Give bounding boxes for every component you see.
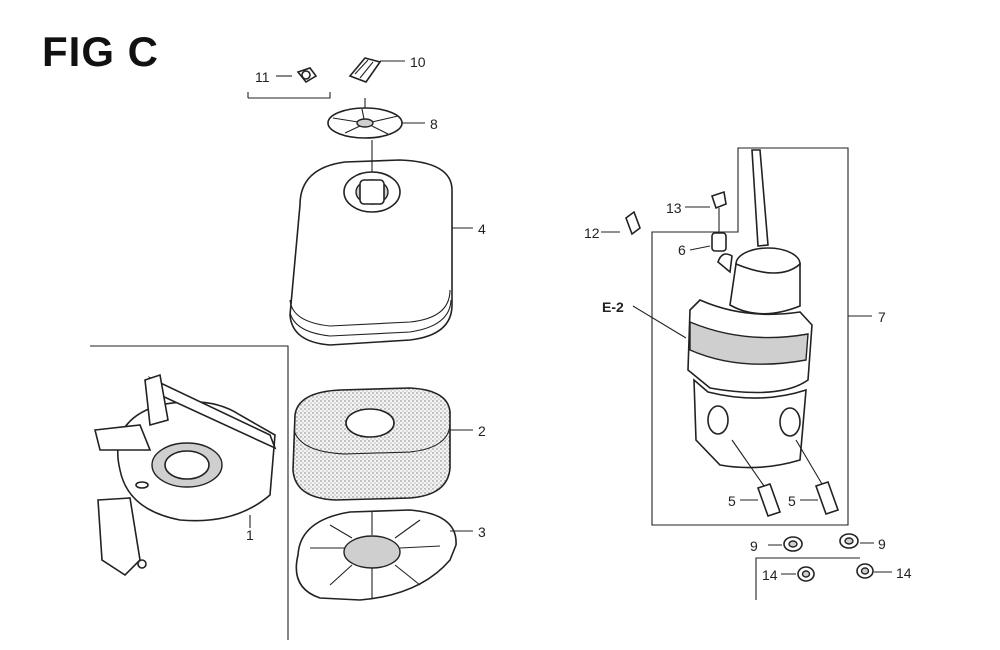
callout-14a: 14 bbox=[762, 567, 778, 583]
callout-labels: 11 10 8 4 2 3 1 13 12 6 7 E-2 5 5 9 9 14… bbox=[246, 54, 912, 583]
part-5-studs bbox=[731, 439, 840, 518]
part-7-elbow bbox=[651, 147, 849, 526]
part-8-wing-nut bbox=[327, 98, 403, 139]
callout-14b: 14 bbox=[896, 565, 912, 581]
callout-13: 13 bbox=[666, 200, 682, 216]
callout-2: 2 bbox=[478, 423, 486, 439]
part-9-nuts bbox=[783, 533, 859, 552]
callout-5a: 5 bbox=[728, 493, 736, 509]
part-4-cover bbox=[289, 140, 453, 346]
callout-5b: 5 bbox=[788, 493, 796, 509]
part-12-plug bbox=[625, 210, 641, 236]
callout-10: 10 bbox=[410, 54, 426, 70]
leader-lines bbox=[249, 60, 892, 575]
part-1-bracket bbox=[90, 345, 289, 640]
part-6-collar bbox=[711, 232, 727, 252]
callout-6: 6 bbox=[678, 242, 686, 258]
callout-7: 7 bbox=[878, 309, 886, 325]
callout-12: 12 bbox=[584, 225, 600, 241]
part-14-nuts bbox=[755, 557, 874, 600]
part-11-bolt bbox=[247, 67, 331, 99]
callout-11: 11 bbox=[255, 69, 270, 85]
callout-e2: E-2 bbox=[602, 299, 624, 315]
part-10-clip bbox=[348, 57, 382, 83]
part-13-screw bbox=[710, 190, 727, 232]
callout-3: 3 bbox=[478, 524, 486, 540]
part-3-grid bbox=[295, 509, 457, 601]
callout-8: 8 bbox=[430, 116, 438, 132]
callout-9a: 9 bbox=[750, 538, 758, 554]
callout-4: 4 bbox=[478, 221, 486, 237]
callout-1: 1 bbox=[246, 527, 254, 543]
figure-title: FIG C bbox=[42, 28, 159, 75]
part-2-filter-element bbox=[292, 387, 451, 501]
callout-9b: 9 bbox=[878, 536, 886, 552]
